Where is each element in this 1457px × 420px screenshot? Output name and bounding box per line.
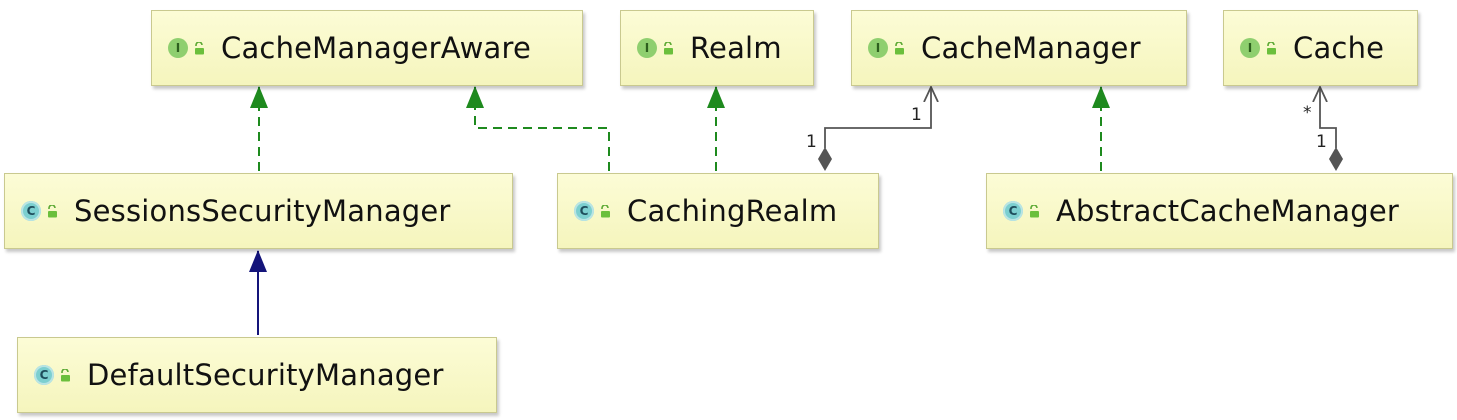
interface-node-cache-manager-aware[interactable]: I CacheManagerAware xyxy=(151,10,583,86)
node-label: CachingRealm xyxy=(627,194,838,228)
multiplicity-label: 1 xyxy=(911,105,922,125)
public-access-icon xyxy=(61,368,70,381)
node-label: CacheManager xyxy=(921,31,1141,65)
multiplicity-label: 1 xyxy=(1316,132,1327,152)
interface-node-cache-manager[interactable]: I CacheManager xyxy=(851,10,1187,86)
interface-icon: I xyxy=(868,38,888,58)
public-access-icon xyxy=(1030,204,1039,217)
class-node-default-security-manager[interactable]: C DefaultSecurityManager xyxy=(17,337,497,413)
node-label: AbstractCacheManager xyxy=(1056,194,1400,228)
node-label: Cache xyxy=(1293,31,1385,65)
node-label: SessionsSecurityManager xyxy=(74,194,451,228)
multiplicity-label: * xyxy=(1303,103,1312,123)
class-icon: C xyxy=(21,201,41,221)
public-access-icon xyxy=(48,204,57,217)
composition-diamond-icon xyxy=(818,147,832,171)
interface-icon: I xyxy=(168,38,188,58)
class-icon: C xyxy=(574,201,594,221)
multiplicity-label: 1 xyxy=(806,132,817,152)
interface-icon: I xyxy=(637,38,657,58)
class-node-sessions-security-manager[interactable]: C SessionsSecurityManager xyxy=(4,173,513,249)
node-label: DefaultSecurityManager xyxy=(87,358,444,392)
node-label: CacheManagerAware xyxy=(221,31,531,65)
public-access-icon xyxy=(664,41,673,54)
interface-node-cache[interactable]: I Cache xyxy=(1223,10,1418,86)
node-label: Realm xyxy=(690,31,782,65)
interface-icon: I xyxy=(1240,38,1260,58)
public-access-icon xyxy=(1267,41,1276,54)
public-access-icon xyxy=(195,41,204,54)
interface-node-realm[interactable]: I Realm xyxy=(620,10,814,86)
public-access-icon xyxy=(601,204,610,217)
composition-diamond-icon xyxy=(1329,147,1343,171)
class-icon: C xyxy=(1003,201,1023,221)
edge-realm-composes-cm xyxy=(824,87,931,148)
class-icon: C xyxy=(34,365,54,385)
class-node-abstract-cache-manager[interactable]: C AbstractCacheManager xyxy=(986,173,1453,249)
class-node-caching-realm[interactable]: C CachingRealm xyxy=(557,173,879,249)
edge-realm-implements-cma xyxy=(466,86,610,171)
edge-acm-composes-cache xyxy=(1320,87,1337,148)
public-access-icon xyxy=(895,41,904,54)
